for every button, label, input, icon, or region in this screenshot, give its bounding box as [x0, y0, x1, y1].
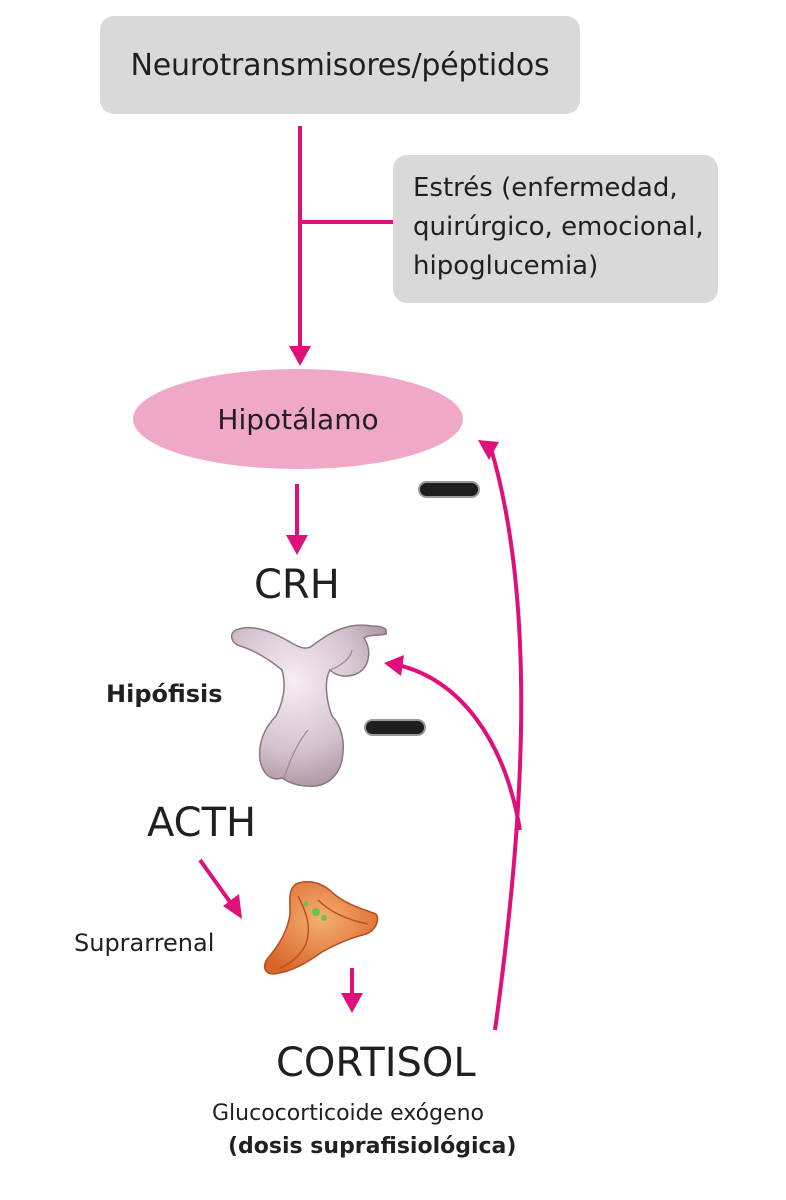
acth-label: ACTH [147, 800, 257, 846]
inhibition-sign-hypothalamus [420, 483, 478, 496]
stress-line-3: hipoglucemia) [413, 251, 599, 281]
arrow-hypothalamus-to-crh [286, 484, 308, 555]
crh-label: CRH [254, 562, 340, 608]
neurotransmitters-box: Neurotransmisores/péptidos [100, 16, 580, 114]
neurotransmitters-label: Neurotransmisores/péptidos [130, 47, 550, 83]
adrenal-gland-icon [263, 880, 379, 975]
hypothalamus-node: Hipotálamo [133, 369, 463, 469]
dose-label: (dosis suprafisiológica) [228, 1134, 517, 1159]
arrow-neuro-to-hypothalamus [289, 126, 311, 366]
arrow-adrenal-to-cortisol [341, 968, 363, 1013]
pituitary-gland-icon [230, 624, 388, 787]
inhibition-sign-pituitary [366, 721, 424, 734]
hypothalamus-label: Hipotálamo [217, 402, 379, 436]
stress-line-1: Estrés (enfermedad, [413, 173, 678, 203]
stress-box: Estrés (enfermedad, quirúrgico, emociona… [393, 155, 718, 303]
arrow-acth-to-adrenal [198, 858, 242, 919]
cortisol-label: CORTISOL [276, 1040, 476, 1086]
stress-line-2: quirúrgico, emocional, [413, 212, 704, 242]
adrenal-label: Suprarrenal [74, 929, 215, 957]
feedback-arrow-hypothalamus [478, 440, 524, 1031]
exogenous-glucocorticoid-label: Glucocorticoide exógeno [212, 1101, 485, 1126]
pituitary-label: Hipófisis [106, 680, 223, 708]
feedback-arrow-pituitary [384, 655, 522, 831]
